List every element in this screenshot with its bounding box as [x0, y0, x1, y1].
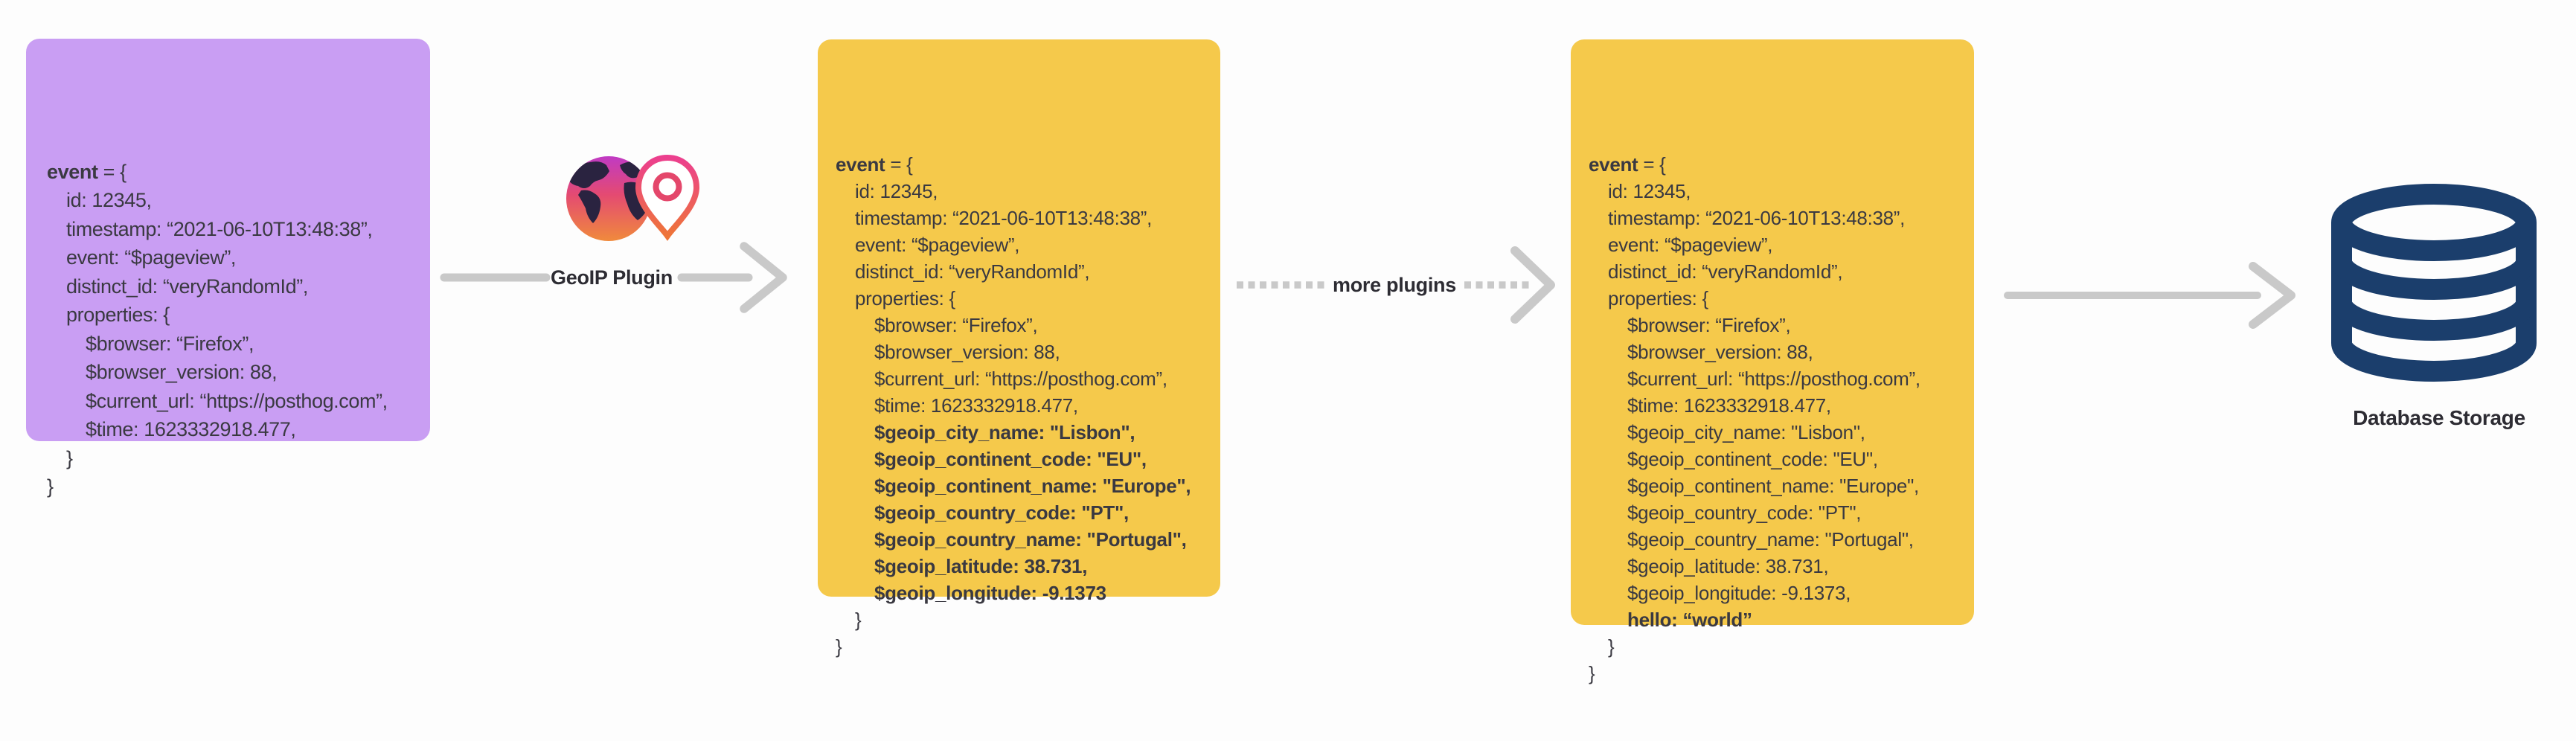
code-line: } [1589, 662, 1595, 684]
code-line: $geoip_country_code: "PT", [1627, 501, 1862, 524]
event-code-box-after-more-plugins: event = { id: 12345, timestamp: “2021-06-1… [1571, 39, 1974, 684]
database-icon [2331, 184, 2537, 382]
code-line: } [836, 635, 842, 658]
code-line: $geoip_country_code: "PT", [874, 501, 1129, 524]
code-line: $geoip_longitude: -9.1373, [1627, 582, 1851, 604]
code-line: } [1608, 635, 1615, 658]
code-line: $browser: “Firefox”, [1627, 314, 1791, 336]
code-line: $browser_version: 88, [1627, 341, 1813, 363]
code-line: hello: “world” [1627, 609, 1752, 631]
code-line: $geoip_latitude: 38.731, [1627, 555, 1829, 577]
code-line: $browser_version: 88, [874, 341, 1060, 363]
code-line: $current_url: “https://posthog.com”, [86, 389, 388, 412]
code-line: properties: { [66, 304, 170, 326]
code-line: $geoip_country_name: "Portugal", [874, 528, 1187, 551]
code-line: timestamp: “2021-06-10T13:48:38”, [66, 217, 373, 240]
database-arrow [2004, 262, 2295, 329]
code-line: } [47, 475, 54, 498]
location-pin-ring [653, 172, 682, 202]
code-line: $geoip_continent_code: "EU", [874, 448, 1147, 470]
code-line: $time: 1623332918.477, [86, 418, 296, 440]
code-line: $geoip_country_name: "Portugal", [1627, 528, 1914, 551]
more-plugins-arrow [1237, 246, 1555, 324]
code-line: } [855, 609, 862, 631]
code-line: } [66, 446, 73, 469]
code-line: event = { [836, 153, 913, 176]
event-code-box-before-plugins: event = { id: 12345, timestamp: “2021-06-1… [26, 39, 430, 498]
code-line: event: “$pageview”, [66, 246, 237, 269]
code-line: timestamp: “2021-06-10T13:48:38”, [1608, 207, 1906, 229]
code-line: $geoip_longitude: -9.1373 [874, 582, 1106, 604]
code-line: timestamp: “2021-06-10T13:48:38”, [855, 207, 1153, 229]
code-line: $geoip_city_name: "Lisbon", [1627, 421, 1865, 443]
code-line: distinct_id: “veryRandomId”, [66, 275, 308, 298]
code-line: $time: 1623332918.477, [1627, 394, 1831, 417]
code-line: id: 12345, [66, 189, 152, 211]
code-line: event = { [47, 160, 126, 183]
code-line: distinct_id: “veryRandomId”, [1608, 260, 1843, 283]
code-line: $geoip_latitude: 38.731, [874, 555, 1088, 577]
geoip-globe-pin-icon [566, 154, 700, 241]
code-line: distinct_id: “veryRandomId”, [855, 260, 1090, 283]
code-line: event: “$pageview”, [855, 234, 1020, 256]
code-line: id: 12345, [1608, 180, 1691, 202]
code-line: event: “$pageview”, [1608, 234, 1773, 256]
code-line: $browser: “Firefox”, [86, 332, 254, 355]
code-line: id: 12345, [855, 180, 938, 202]
geoip-plugin-label: GeoIP Plugin [551, 266, 673, 289]
database-storage-label: Database Storage [2353, 406, 2525, 429]
geoip-arrow [440, 242, 787, 313]
code-line: $geoip_continent_name: "Europe", [874, 475, 1191, 497]
code-line: $browser_version: 88, [86, 361, 278, 383]
more-plugins-label: more plugins [1333, 274, 1456, 296]
code-line: $geoip_continent_code: "EU", [1627, 448, 1878, 470]
code-line: properties: { [855, 287, 955, 309]
code-line: $geoip_continent_name: "Europe", [1627, 475, 1919, 497]
code-line: $current_url: “https://posthog.com”, [874, 368, 1167, 390]
code-line: $geoip_city_name: "Lisbon", [874, 421, 1135, 443]
code-line: $current_url: “https://posthog.com”, [1627, 368, 1920, 390]
code-line: $browser: “Firefox”, [874, 314, 1038, 336]
event-code-box-after-geoip: event = { id: 12345, timestamp: “2021-06-1… [818, 39, 1220, 658]
code-line: properties: { [1608, 287, 1708, 309]
code-line: $time: 1623332918.477, [874, 394, 1078, 417]
code-line: event = { [1589, 153, 1666, 176]
